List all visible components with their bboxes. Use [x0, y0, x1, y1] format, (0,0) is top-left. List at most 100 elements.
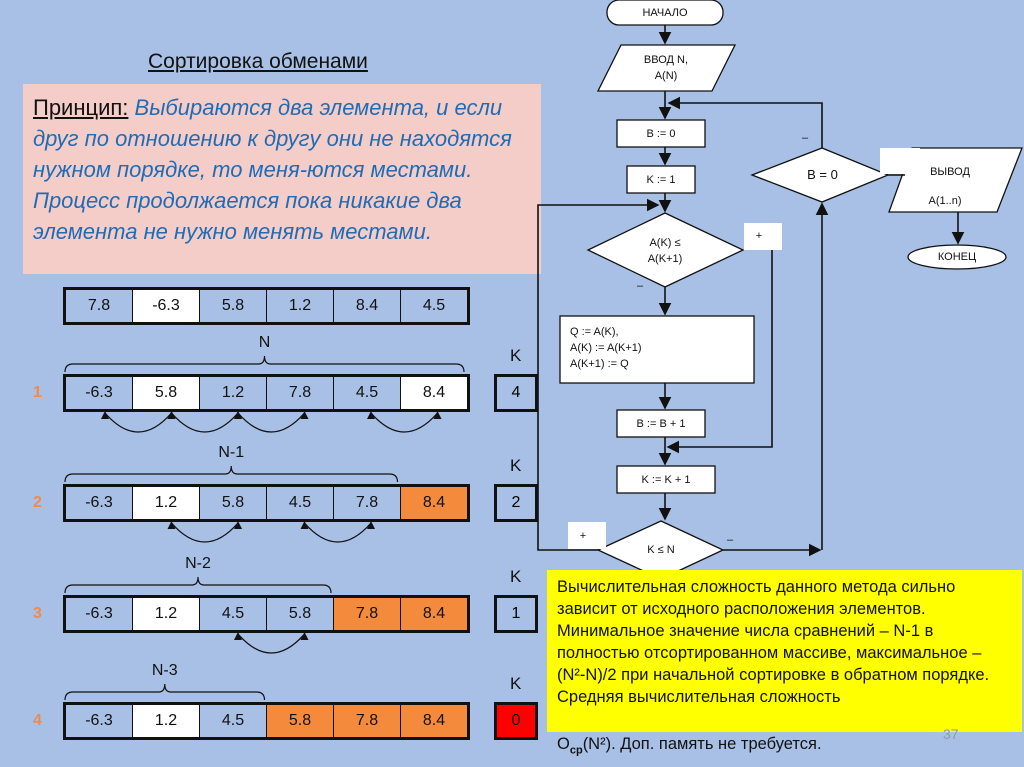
flowchart — [559, 0, 1023, 580]
input-label: ВВОД N, A(N) — [610, 48, 722, 88]
swap-arrowhead — [167, 521, 176, 529]
brace — [64, 465, 399, 483]
array-cell: 4.5 — [401, 290, 467, 322]
swap-arc — [237, 633, 305, 654]
k-label: K — [510, 674, 522, 693]
array-cell: 7.8 — [334, 705, 401, 737]
b-init-box — [616, 119, 706, 148]
swap-label-line3: A(K+1) := Q — [570, 358, 629, 370]
b-inc-box — [616, 409, 706, 438]
array-cell: -6.3 — [66, 377, 133, 409]
swap-arc — [171, 412, 239, 433]
complexity-o: O — [557, 735, 570, 753]
array-cell: 5.8 — [133, 377, 200, 409]
output-parallelogram — [888, 147, 1023, 213]
brace — [64, 355, 465, 373]
array-cell: 1.2 — [200, 377, 267, 409]
array-cell: -6.3 — [133, 290, 200, 322]
swap-arc — [104, 412, 172, 433]
array-cell: 1.2 — [133, 705, 200, 737]
input-label-line1: ВВОД N, — [643, 54, 689, 66]
brace-label: N-2 — [185, 555, 211, 572]
swap-arrowhead — [300, 632, 309, 640]
swap-arrowhead — [433, 411, 442, 419]
principle-label: Принцип: — [33, 95, 129, 120]
array-cell: 1.2 — [267, 290, 334, 322]
array-cell: 7.8 — [334, 598, 401, 630]
swap-arc — [237, 412, 305, 433]
swap-label: Q := A(K), A(K) := A(K+1) A(K+1) := Q — [570, 320, 690, 376]
k-init-label: K := 1 — [646, 173, 676, 186]
b-check-label: B = 0 — [807, 167, 838, 182]
complexity-note: Вычислительная сложность данного метода … — [547, 570, 1022, 732]
array-cell: 8.4 — [401, 705, 467, 737]
swap-arrowhead — [367, 411, 375, 419]
b-check-minus-label: – — [801, 132, 809, 144]
k-value-box: 4 — [494, 374, 538, 412]
array-cell: -6.3 — [66, 705, 133, 737]
k-init-box — [626, 165, 696, 194]
swap-arc — [304, 522, 372, 543]
array-cell: 4.5 — [334, 377, 401, 409]
loop-plus-label: + — [579, 530, 587, 542]
complexity-rest: (N²). Доп. память не требуется. — [582, 735, 822, 753]
swap-arc — [370, 412, 438, 433]
b-check-diamond — [750, 147, 890, 203]
array-cell: 5.8 — [200, 487, 267, 519]
swap-label-line1: Q := A(K), — [570, 326, 619, 338]
array-cell: 8.4 — [401, 598, 467, 630]
array-cell: 8.4 — [334, 290, 401, 322]
swap-box — [559, 315, 755, 384]
array-cell: 5.8 — [267, 598, 334, 630]
loop-cond-label: K ≤ N — [647, 544, 675, 556]
b-inc-label: B := B + 1 — [636, 417, 686, 430]
brace — [64, 683, 266, 701]
k-value-box: 0 — [494, 702, 538, 740]
compare-plus-label: + — [755, 230, 763, 242]
pass-number: 2 — [33, 494, 42, 511]
pass-number: 4 — [33, 712, 42, 729]
k-label: K — [510, 456, 522, 475]
swap-arrowhead — [367, 521, 375, 529]
compare-label-line1: A(K) ≤ — [649, 237, 681, 249]
array-cell: 7.8 — [334, 487, 401, 519]
k-inc-label: K := K + 1 — [641, 473, 691, 486]
braces — [64, 355, 465, 701]
array-cell: 4.5 — [200, 705, 267, 737]
k-inc-box — [616, 465, 716, 494]
brace-label: N-3 — [151, 662, 178, 679]
swap-arrowhead — [167, 411, 176, 419]
swap-arrowhead — [300, 411, 309, 419]
brace — [64, 576, 332, 594]
array-cell: 8.4 — [401, 377, 467, 409]
slide-title: Сортировка обменами — [148, 50, 368, 73]
swap-arrowhead — [234, 521, 242, 529]
swap-arc — [171, 522, 239, 543]
complexity-sub: ср — [569, 744, 583, 757]
complexity-tail: Oср(N²). Доп. память не требуется. — [557, 735, 822, 756]
start-label: НАЧАЛО — [642, 6, 688, 19]
swap-arrowhead — [234, 632, 242, 640]
array-cell: -6.3 — [66, 598, 133, 630]
input-label-line2: A(N) — [654, 70, 678, 82]
array-cell: 1.2 — [133, 487, 200, 519]
b-init-label: B := 0 — [646, 127, 676, 140]
array-cell: 4.5 — [267, 487, 334, 519]
compare-label-line2: A(K+1) — [647, 253, 683, 265]
end-terminal — [907, 244, 1007, 270]
slide-number: 37 — [943, 726, 959, 742]
k-label: K — [510, 567, 522, 586]
end-label: КОНЕЦ — [937, 251, 977, 263]
loop-minus-label: – — [726, 534, 734, 546]
array-cell: 7.8 — [66, 290, 133, 322]
output-label-line1: ВЫВОД — [930, 166, 970, 178]
swap-arcs — [101, 411, 442, 654]
brace-label: N — [258, 334, 271, 351]
k-value-box: 1 — [494, 595, 538, 633]
swap-arrowhead — [300, 521, 309, 529]
